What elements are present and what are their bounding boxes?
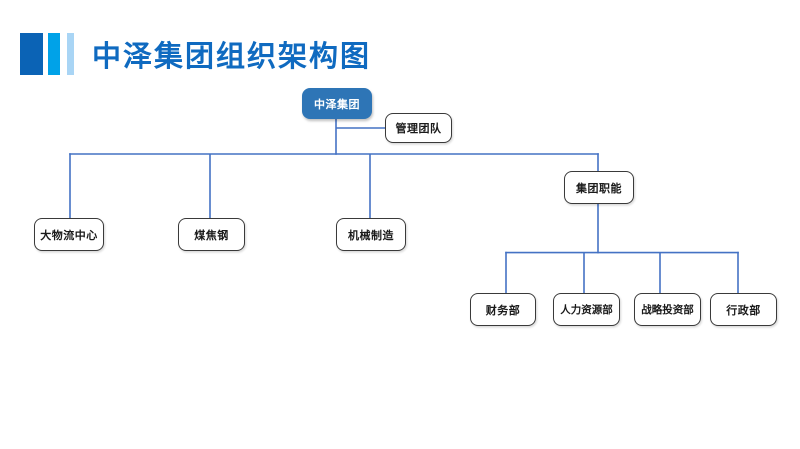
node-logistics-center: 大物流中心 (34, 218, 104, 251)
connector-lines (69, 119, 739, 293)
node-hr-dept: 人力资源部 (553, 293, 620, 326)
logo-bar-medium (48, 33, 60, 75)
slide-title: 中泽集团组织架构图 (92, 41, 372, 73)
node-finance-dept: 财务部 (470, 293, 536, 326)
node-management-team: 管理团队 (385, 113, 452, 143)
logo-bar-light (67, 33, 74, 75)
node-strategy-investment-dept: 战略投资部 (634, 293, 701, 326)
node-machinery-manufacturing: 机械制造 (336, 218, 406, 251)
node-admin-dept: 行政部 (710, 293, 777, 326)
node-coke-steel: 煤焦钢 (178, 218, 245, 251)
node-group-root: 中泽集团 (302, 88, 372, 119)
logo-bar-dark (20, 33, 43, 75)
node-group-functions: 集团职能 (564, 171, 634, 204)
logo-bars-icon (20, 33, 74, 75)
